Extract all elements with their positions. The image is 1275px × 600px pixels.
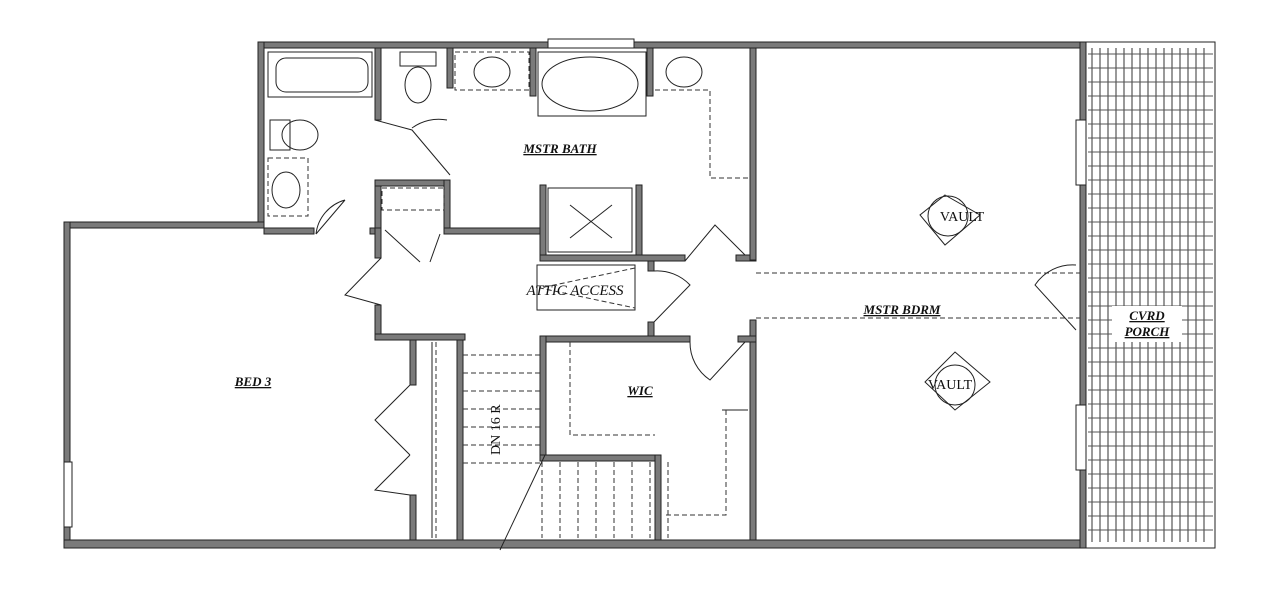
vault-marker <box>924 351 991 411</box>
attic-access-label: ATTIC ACCESS <box>525 283 624 299</box>
exterior-walls <box>63 38 1087 549</box>
sink-icon <box>665 56 703 88</box>
window <box>1075 119 1087 186</box>
window <box>547 38 635 49</box>
covered-porch <box>1085 41 1216 549</box>
doors <box>315 118 1077 496</box>
vault-label-bottom: VAULT <box>928 378 973 393</box>
tub-icon <box>541 56 639 112</box>
toilet-icon <box>281 119 319 151</box>
vault-label-top: VAULT <box>940 210 985 225</box>
interior-walls <box>263 47 757 541</box>
shower <box>547 187 633 253</box>
stair-label: DN 16 R <box>489 404 504 455</box>
porch-label-line1: CVRD <box>1129 308 1165 323</box>
room-label-wic: WIC <box>627 383 653 398</box>
room-label-mstr-bath: MSTR BATH <box>522 141 597 156</box>
attic-hatch <box>536 264 636 311</box>
room-label-mstr-bdrm: MSTR BDRM <box>863 302 941 317</box>
sink-icon <box>271 171 301 209</box>
vault-marker <box>919 194 981 246</box>
porch-label-line2: PORCH <box>1125 324 1171 339</box>
window <box>1075 404 1087 471</box>
window <box>63 461 73 528</box>
stair-break-line <box>499 454 546 551</box>
fixtures <box>267 51 1080 551</box>
toilet-icon <box>399 51 437 67</box>
bathtub-icon <box>267 51 373 98</box>
room-label-bed-3: BED 3 <box>234 374 272 389</box>
sink-icon <box>473 56 511 88</box>
